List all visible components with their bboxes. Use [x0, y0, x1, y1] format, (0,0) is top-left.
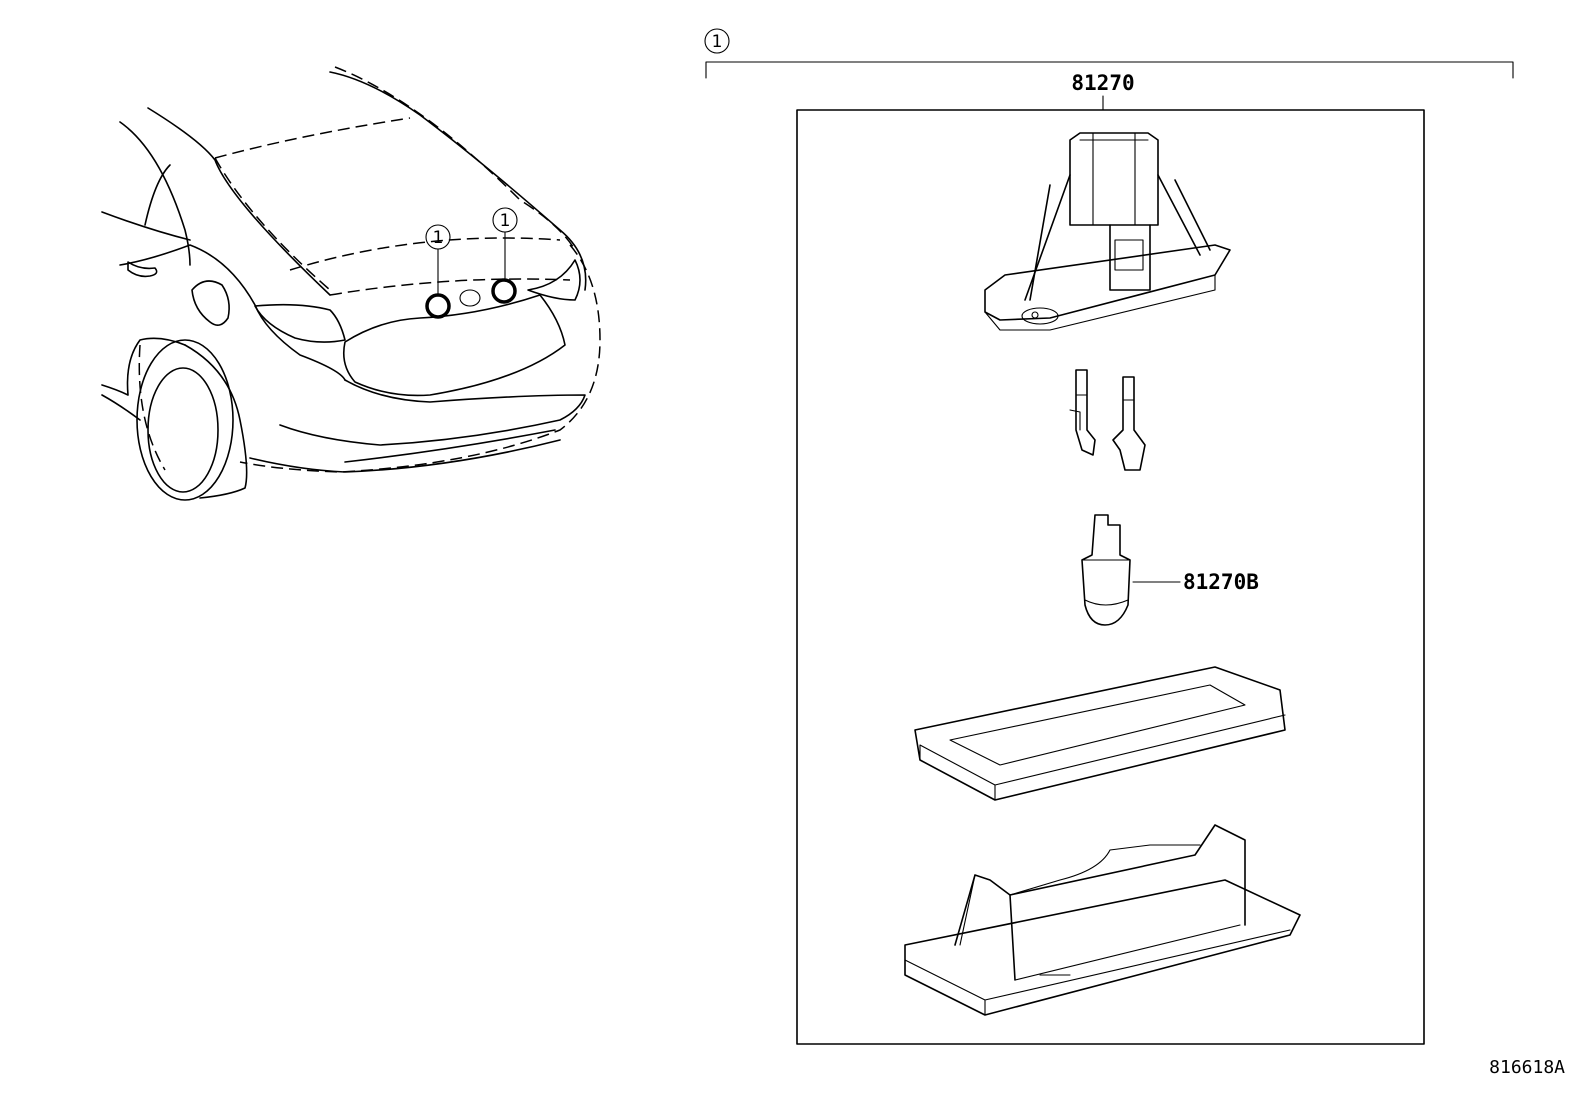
kit-bracket: 1 81270 — [704, 28, 1514, 1045]
wedge-bulb: 81270B — [1081, 514, 1259, 626]
assembly-part-number: 81270 — [1071, 71, 1134, 95]
illustration-code: 816618A — [1489, 1057, 1565, 1078]
vehicle-rear-illustration: 1 1 — [101, 66, 601, 501]
trunk-button — [459, 289, 481, 307]
callout-circle-left — [425, 224, 451, 250]
terminal-pair — [1069, 369, 1146, 471]
license-lamp-left-marker — [425, 293, 451, 319]
callout-circle-right — [492, 207, 518, 233]
license-lamp-right-marker — [491, 278, 517, 304]
lamp-gasket — [914, 666, 1286, 801]
kit-callout-label: 1 — [712, 32, 723, 52]
callout-label-right: 1 — [500, 211, 511, 231]
callout-label-left: 1 — [433, 228, 444, 248]
lamp-socket — [984, 132, 1231, 331]
lens-housing — [904, 824, 1301, 1016]
kit-frame — [796, 109, 1425, 1045]
kit-callout-circle — [704, 28, 730, 54]
bulb-part-number: 81270B — [1183, 570, 1259, 594]
